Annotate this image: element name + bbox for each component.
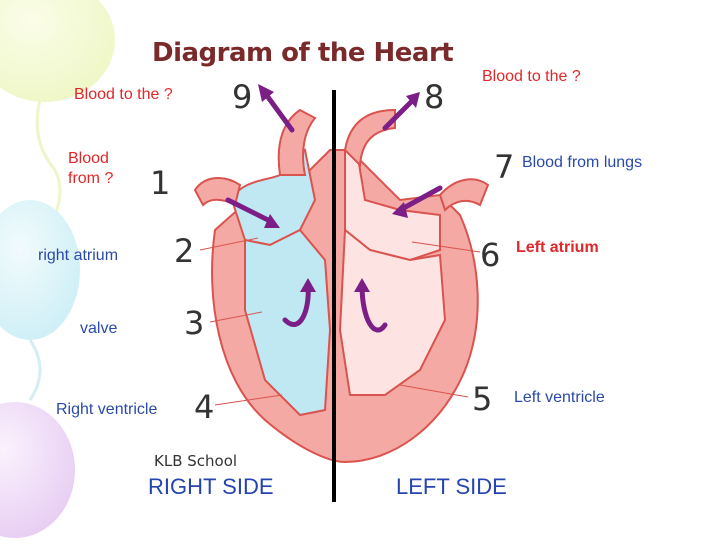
number-4: 4 [194,388,215,426]
aorta [343,108,396,168]
pointer-6 [411,241,481,253]
label-blood-to-left: Blood to the ? [482,68,581,85]
number-9: 9 [232,78,253,116]
balloon-purple [0,402,75,538]
label-valve: valve [80,320,118,337]
label-blood-from-line2: from ? [68,170,114,187]
pointer-4 [214,394,283,406]
number-5: 5 [472,380,493,418]
left-ventricle-chamber [338,227,447,396]
pulmonary-vein [438,178,490,212]
label-right-ventricle: Right ventricle [56,401,158,418]
number-7: 7 [494,148,515,186]
pointer-3 [209,311,263,323]
arrow-left-ventricle [359,282,388,333]
arrow-7 [397,185,443,213]
label-blood-from-line1: Blood [68,150,109,167]
label-blood-from-lungs: Blood from lungs [522,154,643,171]
number-6: 6 [480,236,501,274]
left-side-label: LEFT SIDE [396,474,507,499]
pointer-5 [399,384,469,398]
arrow-9 [262,90,295,133]
number-1: 1 [150,164,171,202]
label-blood-to-right: Blood to the ? [74,86,173,103]
center-divider-line [332,90,336,502]
diagram-title: Diagram of the Heart [152,38,454,68]
pointer-2 [199,237,259,251]
label-left-atrium: Left atrium [516,239,599,256]
balloon-blue [0,200,80,340]
school-watermark: KLB School [154,452,238,470]
number-2: 2 [174,232,195,270]
balloon-yellow [0,0,115,102]
arrow-8 [382,97,416,131]
right-side-label: RIGHT SIDE [148,474,274,499]
number-3: 3 [184,304,205,342]
arrow-1 [225,197,275,225]
label-left-ventricle: Left ventricle [514,389,605,406]
number-8: 8 [424,78,445,116]
label-right-atrium: right atrium [38,247,119,264]
